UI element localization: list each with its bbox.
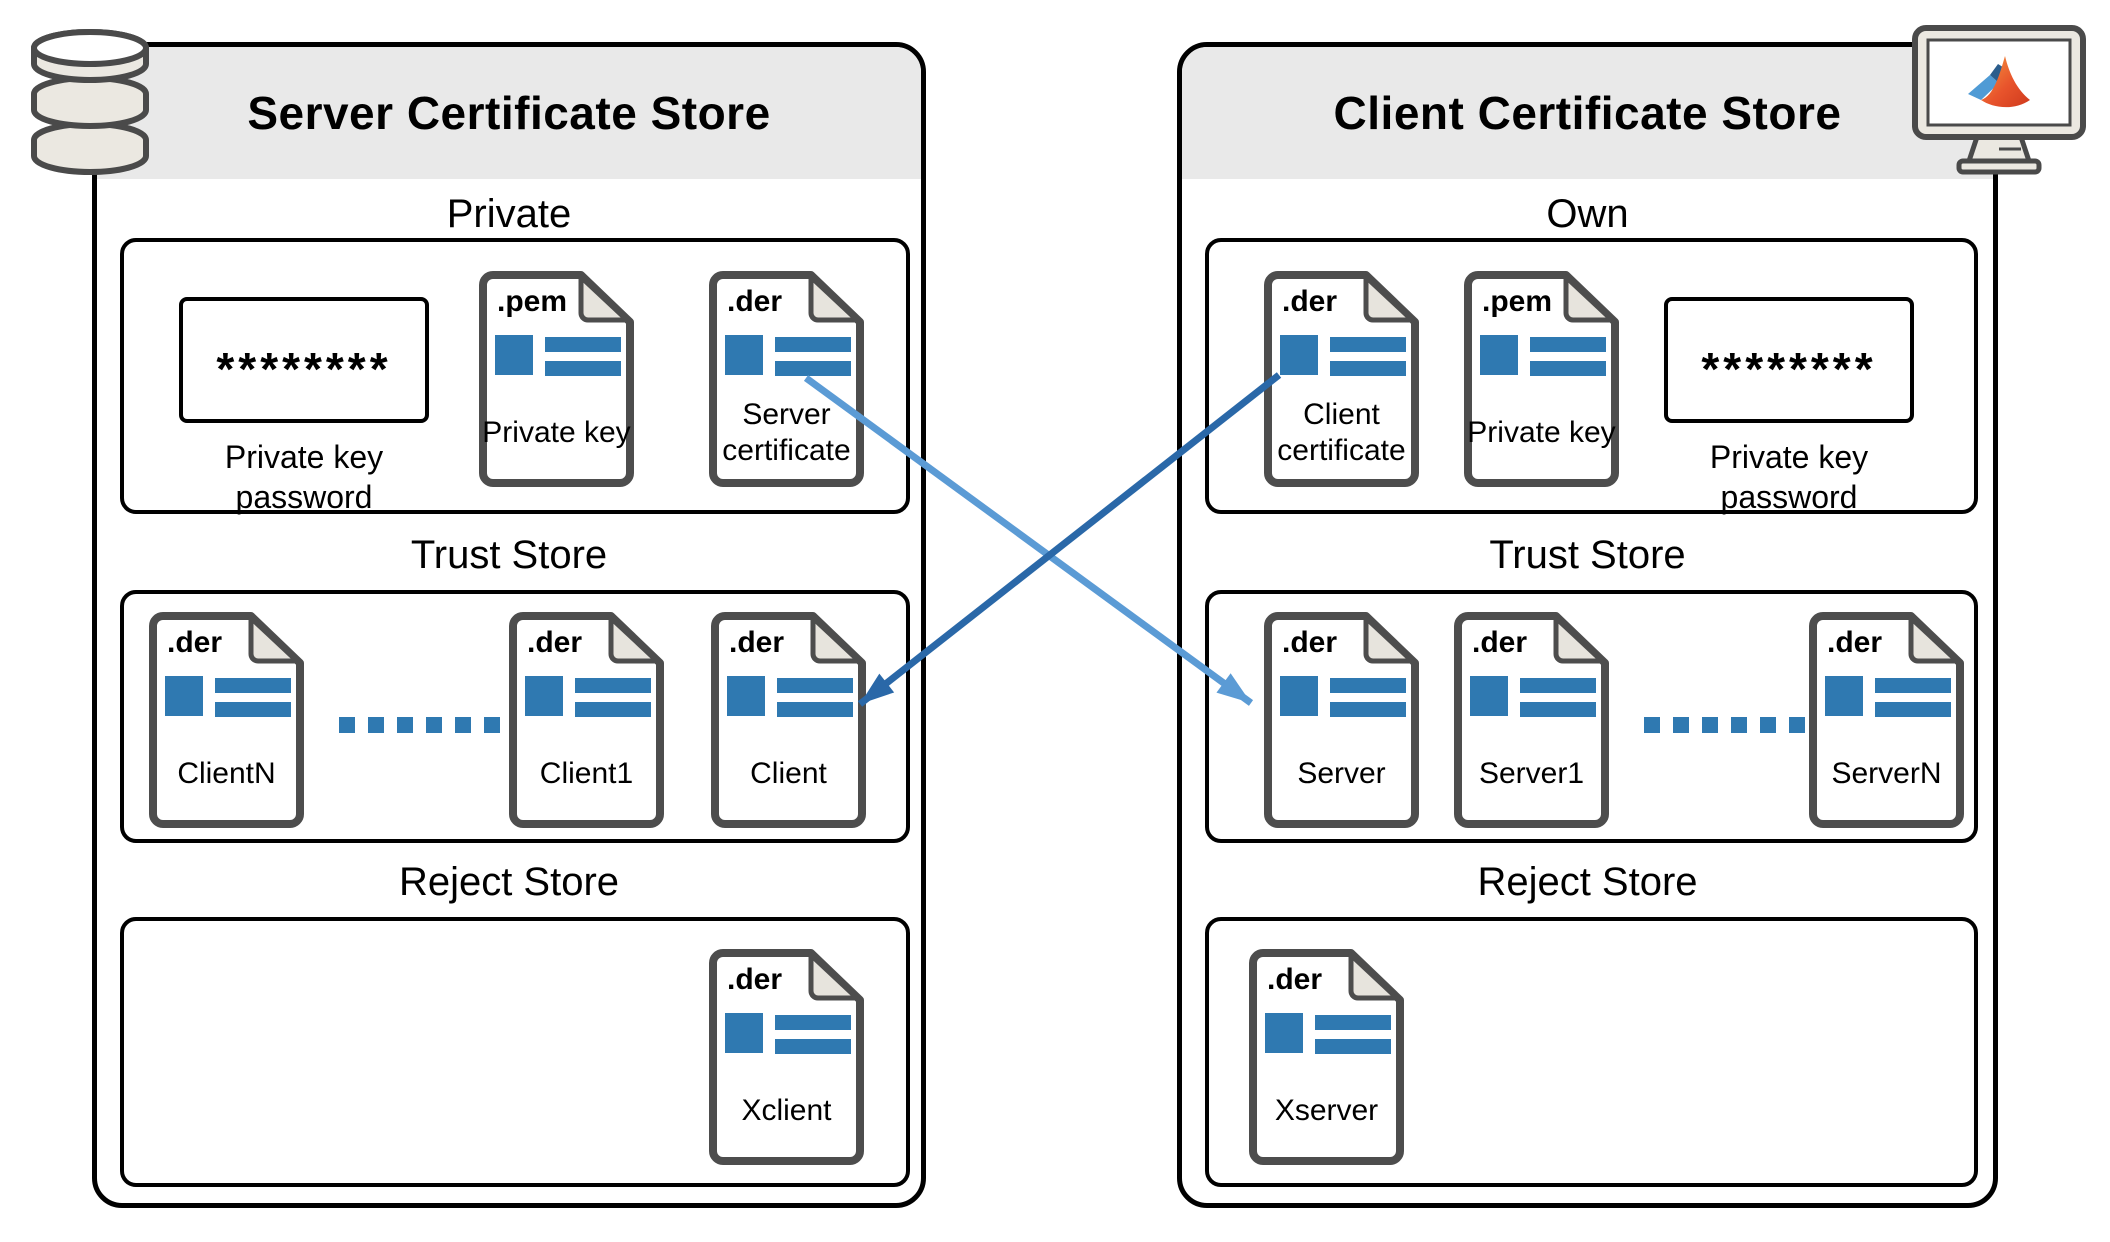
section-label-reject-store: Reject Store [398,860,620,904]
file-name: ServerN [1831,757,1942,790]
file-icon-server-certificate: .der Server certificate [709,271,864,487]
ellipsis-dot [1673,717,1689,733]
database-icon [31,29,149,175]
document-icon [1264,612,1419,828]
ellipsis-dot [397,717,413,733]
client-certificate-store: Client Certificate Store Own .der Client… [1177,42,1998,1208]
file-extension: .der [1267,963,1323,996]
file-extension: .der [1282,626,1338,659]
ellipsis-dot [1760,717,1776,733]
document-icon [1454,612,1609,828]
section-box-reject-store: .der Xclient [120,917,910,1187]
file-extension: .pem [1482,285,1553,318]
ellipsis-dot [1702,717,1718,733]
document-icon [709,949,864,1165]
server-certificate-store: Server Certificate Store Private *******… [92,42,926,1208]
file-name: ClientN [177,757,276,790]
file-name: Private key [1467,416,1616,449]
document-icon [1249,949,1404,1165]
client-store-header: Client Certificate Store [1182,47,1993,179]
file-icon-private-key: .pem Private key [1464,271,1619,487]
file-extension: .der [729,626,785,659]
document-icon [149,612,304,828]
ellipsis-dot [368,717,384,733]
matlab-monitor-icon [1912,25,2086,175]
private-key-password-field: ******** [179,297,429,423]
server-store-title: Server Certificate Store [247,87,771,139]
ellipsis-dot [484,717,500,733]
file-icon-xserver: .der Xserver [1249,949,1404,1165]
section-box-reject-store: .der Xserver [1205,917,1978,1187]
file-extension: .der [1282,285,1338,318]
file-extension: .der [727,963,783,996]
file-name: Xclient [741,1094,832,1127]
file-icon-server1: .der Server1 [1454,612,1609,828]
password-caption: Private key password [224,439,384,515]
masked-password: ******** [1701,343,1877,395]
file-name: Client certificate [1277,398,1406,467]
file-extension: .pem [497,285,568,318]
password-caption: Private key password [1709,439,1869,515]
file-icon-client: .der Client [711,612,866,828]
document-icon [479,271,634,487]
ellipsis-dot [1789,717,1805,733]
file-icon-serverN: .der ServerN [1809,612,1964,828]
server-store-header: Server Certificate Store [97,47,921,179]
file-name: Client1 [539,757,634,790]
section-label-private: Private [446,192,572,236]
section-box-own: .der Client certificate .pem Private key… [1205,238,1978,515]
ellipsis-dot [426,717,442,733]
section-label-reject-store: Reject Store [1477,860,1698,904]
file-icon-xclient: .der Xclient [709,949,864,1165]
section-box-trust-store: .der ClientN .der Client1 [120,590,910,843]
file-icon-client1: .der Client1 [509,612,664,828]
file-name: Xserver [1274,1094,1379,1127]
document-icon [1464,271,1619,487]
section-label-trust-store: Trust Store [1489,533,1686,577]
section-label-trust-store: Trust Store [410,533,608,577]
file-extension: .der [1472,626,1528,659]
file-extension: .der [727,285,783,318]
document-icon [509,612,664,828]
file-name: Server [1297,757,1386,790]
private-key-password-field: ******** [1664,297,1914,423]
section-label-own: Own [1546,192,1629,236]
document-icon [1809,612,1964,828]
section-box-private: ******** Private key password .pem Priva… [120,238,910,515]
file-name: Server certificate [722,398,851,467]
file-icon-private-key: .pem Private key [479,271,634,487]
file-name: Client [750,757,827,790]
file-icon-client-certificate: .der Client certificate [1264,271,1419,487]
file-name: Server1 [1478,757,1585,790]
ellipsis-dot [339,717,355,733]
file-icon-server: .der Server [1264,612,1419,828]
file-icon-clientN: .der ClientN [149,612,304,828]
file-extension: .der [1827,626,1883,659]
file-extension: .der [167,626,223,659]
ellipsis-dot [1731,717,1747,733]
client-store-title: Client Certificate Store [1333,87,1842,139]
file-extension: .der [527,626,583,659]
section-box-trust-store: .der Server .der Server1 [1205,590,1978,843]
ellipsis-dot [455,717,471,733]
ellipsis-dot [1644,717,1660,733]
masked-password: ******** [216,343,392,395]
file-name: Private key [482,416,631,449]
